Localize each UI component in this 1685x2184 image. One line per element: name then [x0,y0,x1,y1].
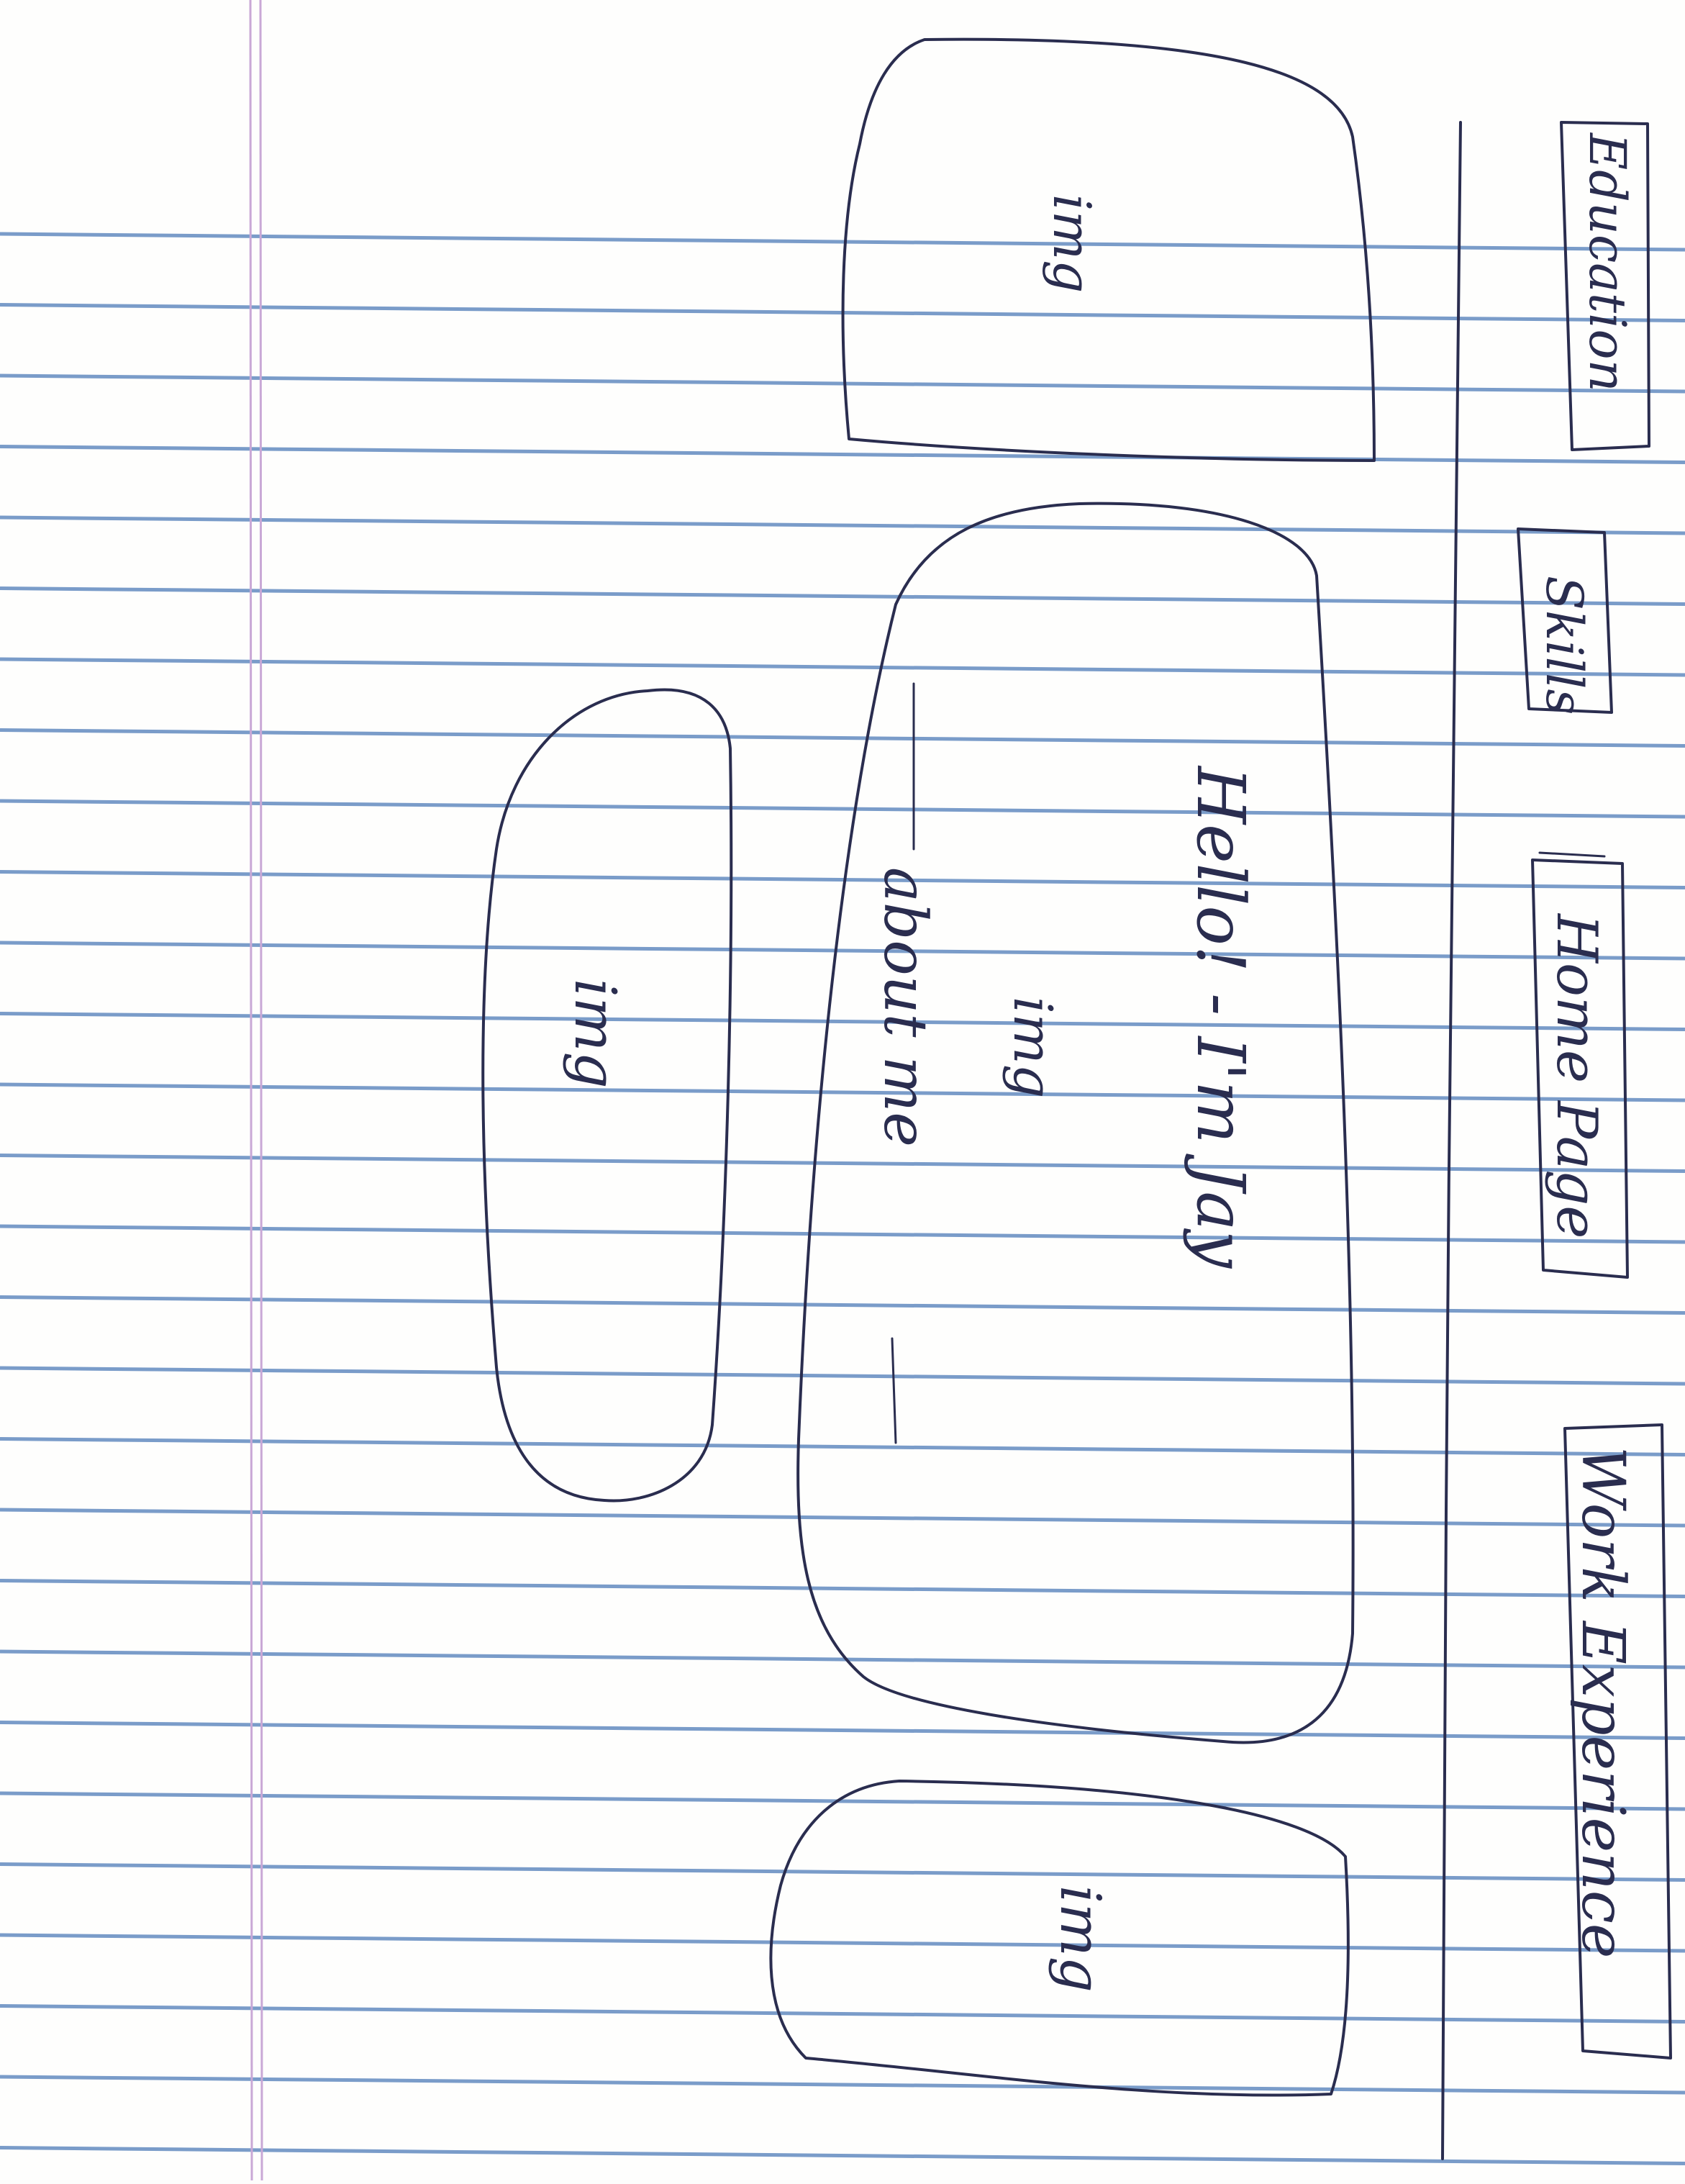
image-label: img [1042,194,1102,293]
ruled-line [0,1012,1685,1031]
header-divider [1441,121,1462,2160]
ruled-line [0,2146,1685,2165]
ruled-line [0,515,1685,535]
ruled-line [0,1649,1685,1669]
ruled-line [0,2004,1685,2024]
margin-lines [249,0,263,2181]
nav-skills-label: Skills [1535,576,1594,715]
hero-greeting: Hello! - I'm Jay [1182,765,1259,1269]
hero-about: about me [871,867,939,1147]
ruled-line [0,232,1685,252]
ruled-line [0,657,1685,677]
ruled-lines [0,232,1685,2165]
image-label-bottom: img [1048,1885,1112,1993]
ruled-line [0,941,1685,961]
ruled-line [0,1933,1685,1953]
image-placeholder-top: img [841,37,1376,462]
image-placeholder-middle: img [481,688,733,1503]
image-label-middle: img [562,979,629,1089]
ruled-line [0,728,1685,748]
ruled-line [0,373,1685,394]
nav-home-button[interactable]: Home Page [1531,851,1629,1279]
about-line-bottom [891,1337,897,1444]
ruled-line [0,1295,1685,1315]
ruled-line [0,1437,1685,1456]
nav-education-button[interactable]: Education [1560,121,1650,451]
nav-work-label: Work Experience [1568,1446,1637,1958]
ruled-line [0,870,1685,889]
ruled-line [0,1862,1685,1882]
ruled-line [0,1082,1685,1102]
ruled-line [0,799,1685,819]
ruled-line [0,1721,1685,1740]
hero-image-label: img [1002,997,1063,1098]
ruled-line [0,1579,1685,1598]
nav-skills-button[interactable]: Skills [1517,527,1613,715]
ruled-line [0,445,1685,464]
ruled-line [0,1366,1685,1386]
ruled-line [0,1508,1685,1528]
ruled-line [0,1791,1685,1811]
nav-education-label: Education [1578,132,1637,392]
nav-work-button[interactable]: Work Experience [1563,1423,1672,2060]
hero-card: Hello! - I'm Jay img about me [796,502,1355,1744]
image-placeholder-bottom: img [769,1780,1350,2097]
ruled-line [0,586,1685,606]
ruled-line [0,2075,1685,2095]
nav-home-label: Home Page [1544,912,1609,1238]
ruled-line [0,1224,1685,1244]
ruled-line [0,1154,1685,1173]
